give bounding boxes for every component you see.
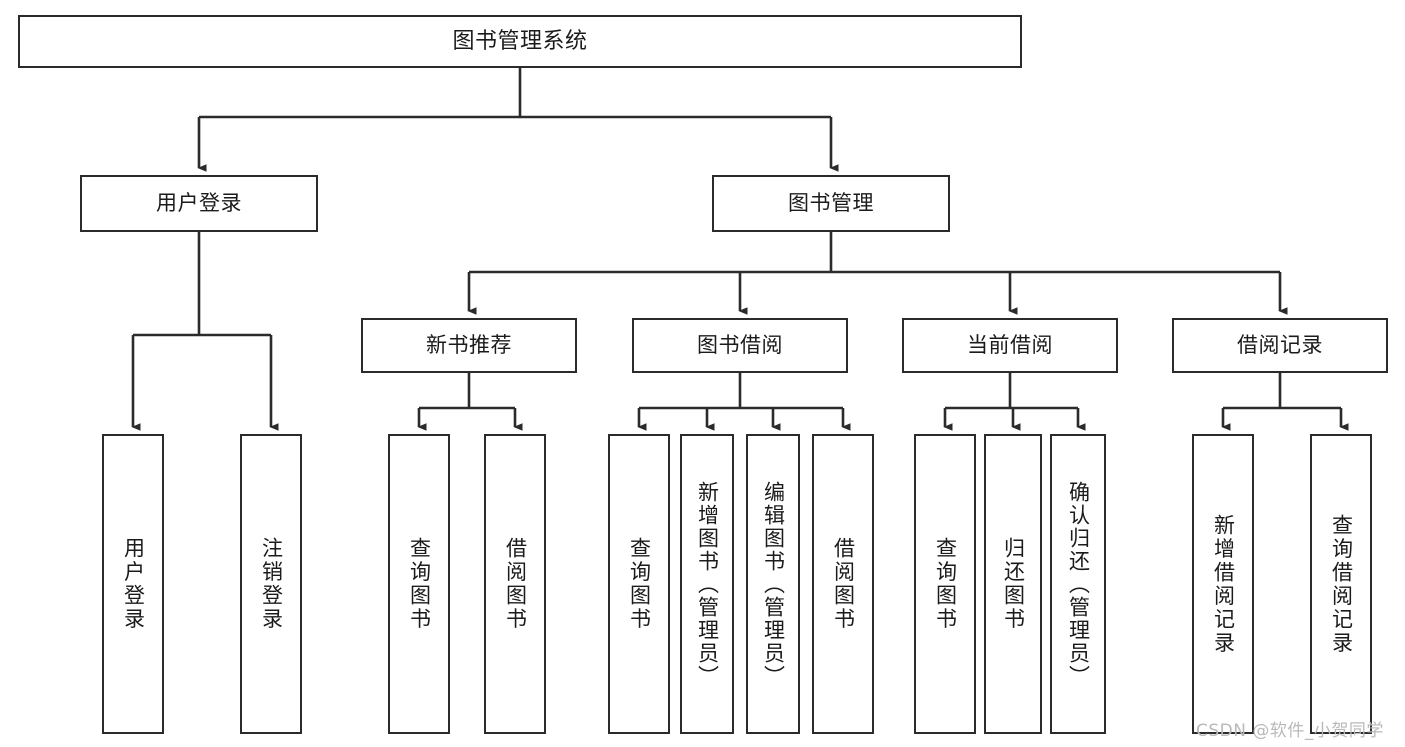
node-user-login-label: 用户登录 — [156, 191, 242, 215]
node-leaf-query-book-1-label: 查询图书 — [407, 537, 432, 631]
node-leaf-query-record[interactable]: 查询借阅记录 — [1310, 434, 1372, 734]
node-leaf-add-book[interactable]: 新增图书（管理员） — [680, 434, 734, 734]
node-root-label: 图书管理系统 — [452, 28, 588, 54]
node-leaf-add-record[interactable]: 新增借阅记录 — [1192, 434, 1254, 734]
node-leaf-borrow-book-1-label: 借阅图书 — [503, 537, 528, 631]
node-leaf-edit-book[interactable]: 编辑图书（管理员） — [746, 434, 800, 734]
node-root[interactable]: 图书管理系统 — [18, 15, 1022, 68]
csdn-watermark: CSDN @软件_小贺同学 — [1196, 721, 1384, 741]
node-borrow-record[interactable]: 借阅记录 — [1172, 318, 1388, 373]
node-leaf-return-book[interactable]: 归还图书 — [984, 434, 1042, 734]
node-leaf-user-login[interactable]: 用户登录 — [102, 434, 164, 734]
node-leaf-user-logout-label: 注销登录 — [259, 537, 284, 631]
node-leaf-query-book-2-label: 查询图书 — [627, 537, 652, 631]
node-leaf-query-book-1[interactable]: 查询图书 — [388, 434, 450, 734]
node-leaf-return-book-label: 归还图书 — [1001, 537, 1026, 631]
node-leaf-edit-book-label: 编辑图书（管理员） — [761, 480, 786, 688]
node-leaf-add-book-label: 新增图书（管理员） — [695, 480, 720, 688]
node-leaf-query-book-3-label: 查询图书 — [933, 537, 958, 631]
node-borrow-record-label: 借阅记录 — [1237, 333, 1323, 357]
node-user-login[interactable]: 用户登录 — [80, 175, 318, 232]
node-new-book-recommend-label: 新书推荐 — [426, 333, 512, 357]
node-leaf-query-record-label: 查询借阅记录 — [1329, 513, 1354, 655]
node-book-borrow[interactable]: 图书借阅 — [632, 318, 848, 373]
node-leaf-user-login-label: 用户登录 — [121, 537, 146, 631]
node-leaf-confirm-return-label: 确认归还（管理员） — [1066, 480, 1091, 688]
node-leaf-borrow-book-2-label: 借阅图书 — [831, 537, 856, 631]
node-book-manage[interactable]: 图书管理 — [712, 175, 950, 232]
node-leaf-user-logout[interactable]: 注销登录 — [240, 434, 302, 734]
node-current-borrow[interactable]: 当前借阅 — [902, 318, 1118, 373]
node-book-manage-label: 图书管理 — [788, 191, 874, 215]
node-current-borrow-label: 当前借阅 — [967, 333, 1053, 357]
node-leaf-confirm-return[interactable]: 确认归还（管理员） — [1050, 434, 1106, 734]
node-leaf-borrow-book-2[interactable]: 借阅图书 — [812, 434, 874, 734]
node-leaf-add-record-label: 新增借阅记录 — [1211, 513, 1236, 655]
node-leaf-query-book-2[interactable]: 查询图书 — [608, 434, 670, 734]
node-book-borrow-label: 图书借阅 — [697, 333, 783, 357]
node-leaf-borrow-book-1[interactable]: 借阅图书 — [484, 434, 546, 734]
node-leaf-query-book-3[interactable]: 查询图书 — [914, 434, 976, 734]
node-new-book-recommend[interactable]: 新书推荐 — [361, 318, 577, 373]
